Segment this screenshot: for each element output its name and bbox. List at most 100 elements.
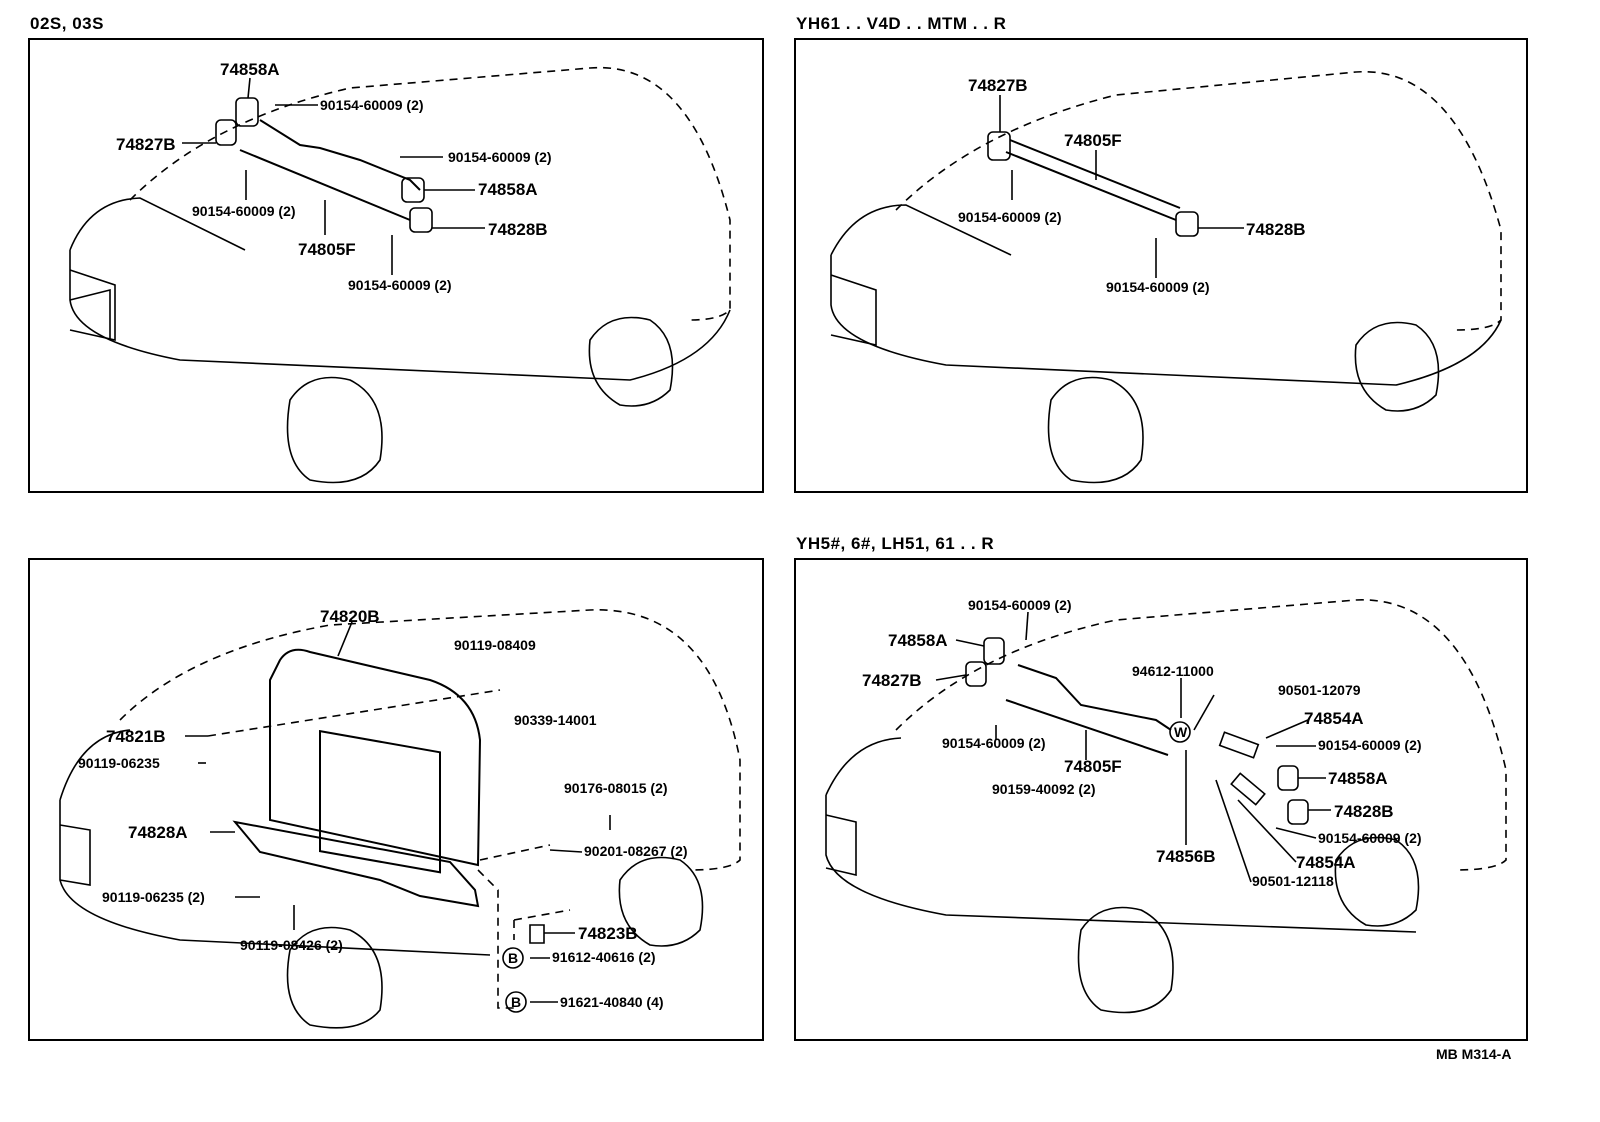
bracket-74827B [216, 120, 236, 145]
label-90154-left: 90154-60009 (2) [942, 735, 1046, 751]
bracket-74827B [988, 132, 1010, 160]
label-74827B: 74827B [862, 671, 922, 690]
bracket-74827B [966, 662, 986, 686]
label-90119-06235: 90119-06235 [78, 755, 160, 771]
label-90154-b: 90154-60009 (2) [1106, 279, 1210, 295]
circle-w-letter: W [1174, 724, 1188, 740]
bracket-74828B [1176, 212, 1198, 236]
label-90339-14001: 90339-14001 [514, 712, 597, 728]
wheel-front [288, 928, 383, 1028]
van-front [60, 825, 90, 885]
bracket-74828B [1288, 800, 1308, 824]
label-74828B: 74828B [1246, 220, 1306, 239]
van-drawing-3: B B 74820B 90119-08409 90339-14001 74821… [30, 607, 766, 1043]
van-front [826, 815, 856, 875]
bracket-74858A-top [236, 98, 258, 126]
van-roof-line [130, 68, 730, 320]
van-front [831, 275, 876, 345]
wheel-rear [589, 318, 672, 407]
label-74854A-top: 74854A [1304, 709, 1364, 728]
label-74854A-bottom: 74854A [1296, 853, 1356, 872]
label-90119-08409: 90119-08409 [454, 637, 536, 653]
label-74820B: 74820B [320, 607, 380, 626]
circle-w [1170, 722, 1190, 742]
wheel-rear [1355, 323, 1438, 412]
label-74821B: 74821B [106, 727, 166, 746]
label-74828B: 74828B [1334, 802, 1394, 821]
rod-2 [1010, 140, 1180, 208]
rod-lower [240, 150, 410, 220]
circle-b-1-letter: B [508, 950, 518, 966]
bracket-74858A [984, 638, 1004, 664]
label-91612-40616: 91612-40616 (2) [552, 949, 656, 965]
panel-3-diagram: B B 74820B 90119-08409 90339-14001 74821… [28, 558, 764, 1041]
rod-upper [260, 120, 420, 190]
panel-2-diagram: 74827B 74805F 90154-60009 (2) 74828B 901… [794, 38, 1528, 493]
label-74805F: 74805F [298, 240, 356, 259]
panel-1-diagram: 74858A 74827B 90154-60009 (2) 90154-6000… [28, 38, 764, 493]
rod [1006, 152, 1176, 220]
pin-74854A-bot [1231, 773, 1265, 804]
van-drawing-1: 74858A 74827B 90154-60009 (2) 90154-6000… [30, 60, 766, 495]
label-90154-c: 90154-60009 (2) [192, 203, 296, 219]
lower-trim-panel [235, 822, 478, 906]
label-74858A-top: 74858A [220, 60, 280, 79]
footer-code: MB M314-A [1436, 1046, 1512, 1062]
van-body [826, 738, 1416, 932]
bracket-74828B [410, 208, 432, 232]
label-74858A: 74858A [888, 631, 948, 650]
circle-b-2 [506, 992, 526, 1012]
label-90154-top: 90154-60009 (2) [968, 597, 1072, 613]
wheel-front [1049, 378, 1144, 483]
van-roof-line [896, 600, 1506, 870]
panel-4-diagram: W 90154-60009 (2) 74858A 94612-11000 905… [794, 558, 1528, 1041]
label-90159-40092: 90159-40092 (2) [992, 781, 1096, 797]
bracket-74858A-r [1278, 766, 1298, 790]
wheel-front [1079, 908, 1174, 1013]
van-roof-line [896, 72, 1501, 330]
label-74823B: 74823B [578, 924, 638, 943]
wheel-rear [619, 858, 702, 947]
rod-upper [1018, 665, 1171, 730]
label-90176-08015: 90176-08015 (2) [564, 780, 668, 796]
label-90119-08426: 90119-08426 (2) [240, 937, 343, 953]
label-91621-40840: 91621-40840 (4) [560, 994, 664, 1010]
label-90154-mid: 90154-60009 (2) [1318, 737, 1422, 753]
label-74828A: 74828A [128, 823, 188, 842]
van-body [70, 198, 730, 380]
label-74858A-right: 74858A [478, 180, 538, 199]
panel-1-title: 02S, 03S [30, 14, 104, 33]
van-body [831, 205, 1501, 385]
van-drawing-2: 74827B 74805F 90154-60009 (2) 74828B 901… [796, 40, 1530, 495]
label-74827B: 74827B [116, 135, 176, 154]
label-90119-06235-2: 90119-06235 (2) [102, 889, 205, 905]
van-drawing-4: W 90154-60009 (2) 74858A 94612-11000 905… [796, 597, 1530, 1043]
label-74805F: 74805F [1064, 131, 1122, 150]
wheel-front [288, 378, 383, 483]
panel-2-title: YH61 . . V4D . . MTM . . R [796, 14, 1007, 33]
wheel-rear [1335, 838, 1418, 927]
label-90154-a: 90154-60009 (2) [320, 97, 424, 113]
label-74805F: 74805F [1064, 757, 1122, 776]
pin-74854A-top [1220, 732, 1259, 757]
label-94612-11000: 94612-11000 [1132, 663, 1214, 679]
door-window [320, 731, 440, 872]
label-90501-12118: 90501-12118 [1252, 873, 1334, 889]
van-roof-line [120, 610, 740, 870]
label-90154-b: 90154-60009 (2) [448, 149, 552, 165]
label-74856B: 74856B [1156, 847, 1216, 866]
van-body [60, 730, 490, 955]
rod-lower [1006, 700, 1168, 755]
back-door-panel [270, 650, 480, 865]
label-74827B: 74827B [968, 76, 1028, 95]
label-74828B: 74828B [488, 220, 548, 239]
label-90154-a: 90154-60009 (2) [958, 209, 1062, 225]
label-90154-d: 90154-60009 (2) [348, 277, 452, 293]
label-90154-low: 90154-60009 (2) [1318, 830, 1422, 846]
circle-b-2-letter: B [511, 994, 521, 1010]
label-90501-12079: 90501-12079 [1278, 682, 1361, 698]
circle-b-1 [503, 948, 523, 968]
panel-4-title: YH5#, 6#, LH51, 61 . . R [796, 534, 995, 553]
bracket-74823B [530, 925, 544, 943]
label-90201-08267: 90201-08267 (2) [584, 843, 688, 859]
